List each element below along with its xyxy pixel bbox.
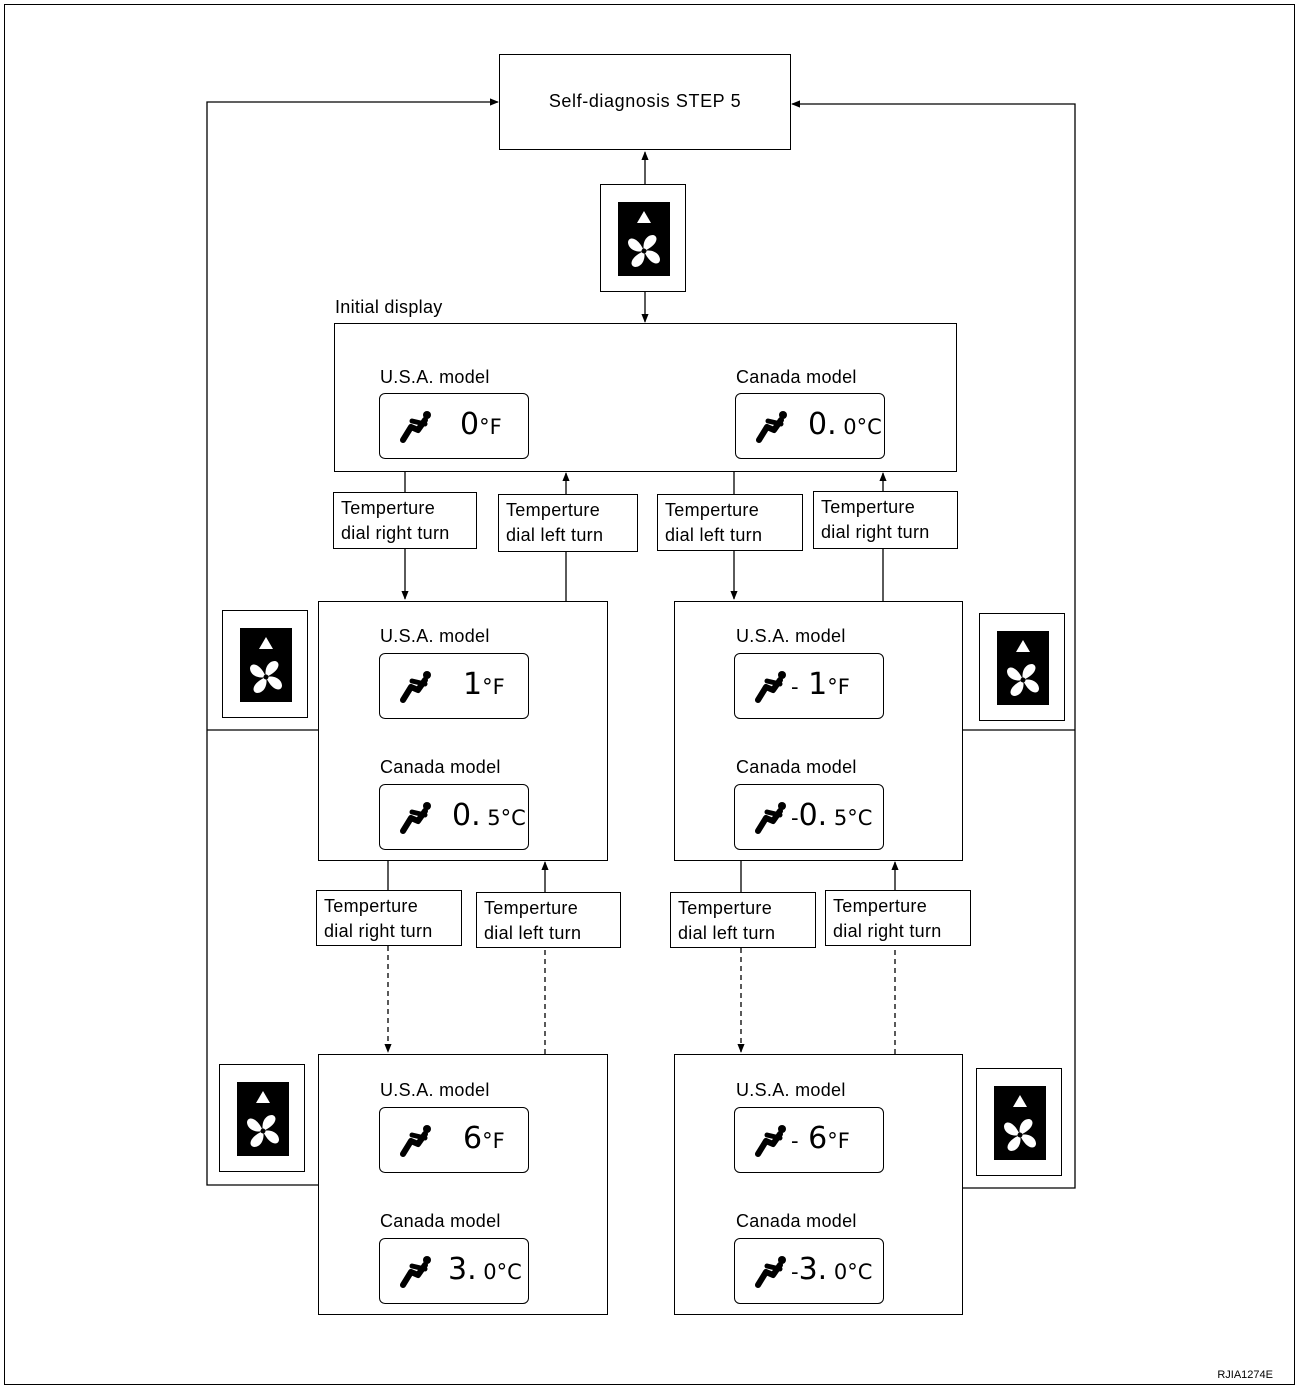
canada-display: 0. 0°C	[735, 393, 885, 459]
canada-temp-value: 3. 0°C	[448, 1252, 522, 1287]
usa-model-label: U.S.A. model	[736, 1080, 846, 1100]
usa-temp-value: 1°F	[463, 667, 505, 702]
canada-temp-value: 0. 0°C	[808, 407, 882, 442]
canada-display: 0. 5°C	[379, 784, 529, 850]
usa-display: - 1°F	[734, 653, 884, 719]
figure-code: RJIA1274E	[1217, 1369, 1273, 1381]
right-bottom-display-box: U.S.A. model - 6°F Canada model -3. 0°C	[674, 1054, 963, 1315]
canada-model-label: Canada model	[380, 757, 501, 777]
canada-display: -0. 5°C	[734, 784, 884, 850]
seated-person-icon	[756, 411, 787, 443]
step-box-label: Self-diagnosis STEP 5	[548, 91, 742, 111]
usa-temp-value: 0°F	[460, 407, 502, 442]
usa-model-label: U.S.A. model	[380, 1080, 490, 1100]
usa-display: 1°F	[379, 653, 529, 719]
initial-display-box: U.S.A. model Canada model 0°F 0. 0°C	[334, 323, 957, 472]
canada-temp-value: -3. 0°C	[791, 1252, 873, 1287]
usa-temp-value: 6°F	[463, 1121, 505, 1156]
seated-person-icon	[400, 802, 431, 834]
usa-model-label: U.S.A. model	[736, 626, 846, 646]
seated-person-icon	[400, 671, 431, 703]
fan-up-switch-icon	[237, 1082, 289, 1156]
fan-up-switch-icon	[240, 628, 292, 702]
canada-temp-value: -0. 5°C	[791, 798, 873, 833]
canada-display: 3. 0°C	[379, 1238, 529, 1304]
right-mid-display-box: U.S.A. model - 1°F Canada model -0. 5°C	[674, 601, 963, 861]
seated-person-icon	[755, 671, 786, 703]
canada-model-label: Canada model	[380, 1211, 501, 1231]
seated-person-icon	[400, 411, 431, 443]
fan-up-switch-icon	[997, 631, 1049, 705]
usa-display: - 6°F	[734, 1107, 884, 1173]
left-mid-display-box: U.S.A. model 1°F Canada model 0. 5°C	[318, 601, 608, 861]
usa-model-label: U.S.A. model	[380, 367, 490, 387]
canada-temp-value: 0. 5°C	[452, 798, 526, 833]
canada-model-label: Canada model	[736, 367, 857, 387]
fan-switch-top	[600, 184, 686, 292]
seated-person-icon	[400, 1125, 431, 1157]
canada-display: -3. 0°C	[734, 1238, 884, 1304]
usa-display: 0°F	[379, 393, 529, 459]
usa-display: 6°F	[379, 1107, 529, 1173]
usa-temp-value: - 1°F	[791, 667, 850, 702]
canada-model-label: Canada model	[736, 1211, 857, 1231]
seated-person-icon	[755, 802, 786, 834]
fan-switch-right-bottom	[976, 1068, 1062, 1176]
fan-switch-left-bottom	[219, 1064, 305, 1172]
seated-person-icon	[400, 1256, 431, 1288]
seated-person-icon	[755, 1125, 786, 1157]
usa-model-label: U.S.A. model	[380, 626, 490, 646]
canada-model-label: Canada model	[736, 757, 857, 777]
fan-switch-right-mid	[979, 613, 1065, 721]
left-bottom-display-box: U.S.A. model 6°F Canada model 3. 0°C	[318, 1054, 608, 1315]
seated-person-icon	[755, 1256, 786, 1288]
fan-switch-left-mid	[222, 610, 308, 718]
initial-display-label: Initial display	[335, 297, 443, 317]
usa-temp-value: - 6°F	[791, 1121, 850, 1156]
fan-up-switch-icon	[618, 202, 670, 276]
self-diagnosis-step5-box: Self-diagnosis STEP 5	[499, 54, 791, 150]
fan-up-switch-icon	[994, 1086, 1046, 1160]
